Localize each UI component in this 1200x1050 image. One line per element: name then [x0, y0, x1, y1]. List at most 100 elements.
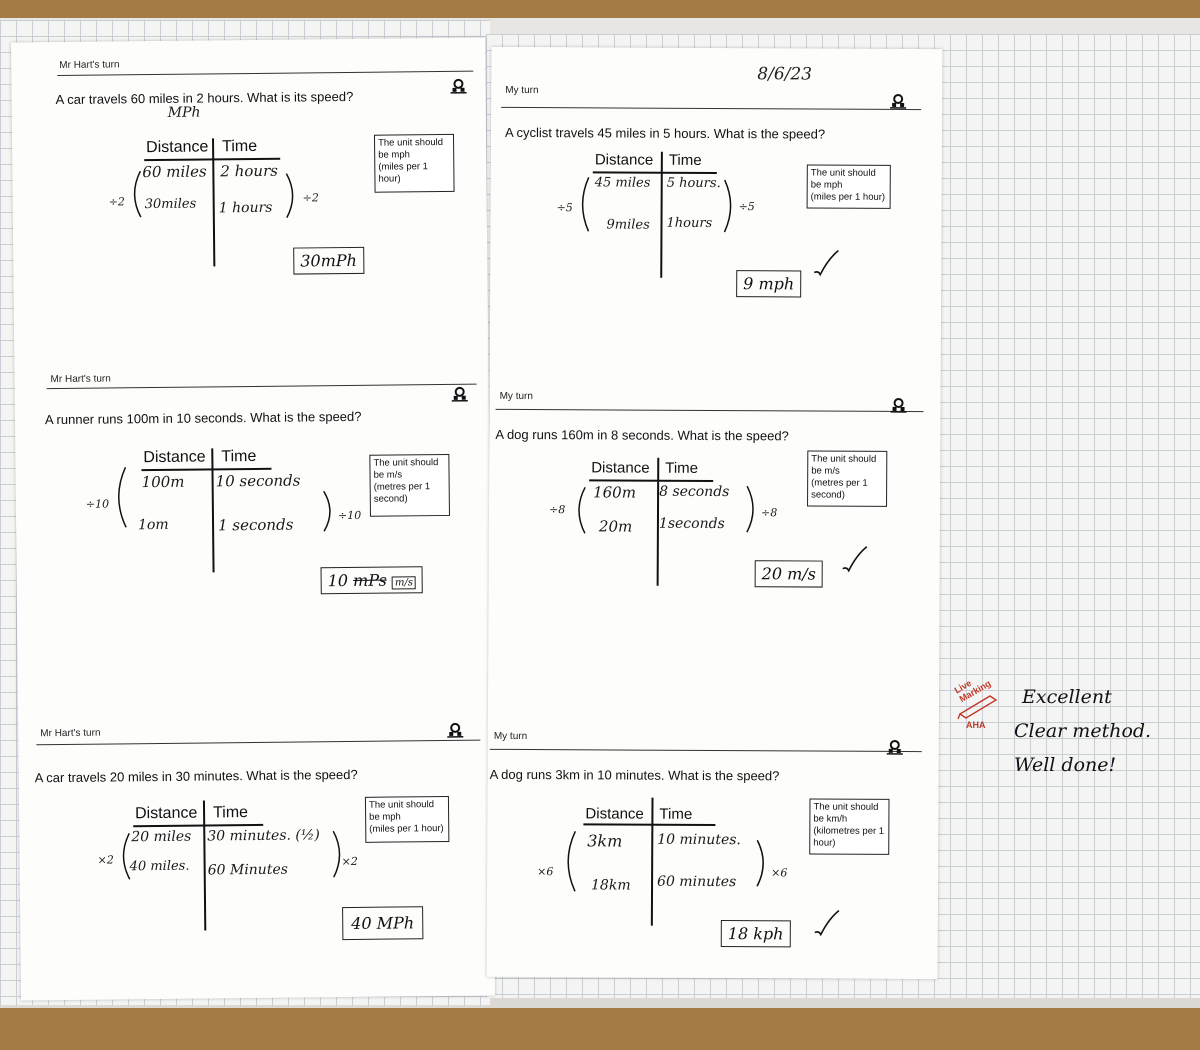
section-header: Mr Hart's turn: [50, 373, 111, 386]
unit-hint-line: The unit should: [368, 799, 435, 811]
header-rule: [46, 383, 477, 390]
distance-heading: Distance: [585, 805, 644, 823]
right-operation: ÷2: [302, 191, 319, 205]
right-bracket: [723, 179, 732, 233]
logo-icon: [447, 722, 464, 738]
answer-corrected-unit: m/s: [391, 576, 416, 590]
tick-mark-icon: [814, 910, 840, 937]
distance-heading: Distance: [594, 151, 654, 169]
right-bracket: [285, 173, 294, 218]
right-bracket: [746, 485, 754, 533]
question-text: A cyclist travels 45 miles in 5 hours. W…: [504, 124, 826, 142]
table-horizontal-line: [589, 479, 714, 482]
teacher-comment-line-1: Excellent: [1022, 686, 1112, 708]
header-rule: [501, 106, 922, 111]
answer-box: 30mPh: [293, 246, 365, 275]
unit-hint-box: The unit should be km/h (kilometres per …: [809, 798, 890, 855]
unit-hint-box: The unit should be m/s (metres per 1 sec…: [807, 450, 888, 507]
handwritten-unit-note: MPh: [167, 104, 201, 121]
left-bracket: [122, 832, 131, 880]
unit-hint-line: be mph: [378, 149, 410, 161]
time-heading: Time: [665, 459, 699, 477]
unit-hint-line: be m/s: [811, 465, 840, 477]
distance-value-2: 40 miles.: [129, 858, 190, 875]
answer-struck-unit: mPs: [353, 570, 387, 590]
right-operation: ÷8: [760, 506, 778, 520]
section-l1: Mr Hart's turn A car travels 60 miles in…: [11, 38, 488, 343]
table-vertical-line: [211, 448, 215, 573]
teacher-comment-line-2: Clear method.: [1014, 720, 1152, 742]
logo-icon: [890, 397, 907, 413]
teacher-comment-line-3: Well done!: [1014, 754, 1117, 776]
time-value-1: 5 hours.: [666, 175, 721, 192]
question-text: A runner runs 100m in 10 seconds. What i…: [44, 408, 362, 428]
question-text: A dog runs 3km in 10 minutes. What is th…: [489, 766, 780, 784]
table-horizontal-line: [141, 467, 272, 472]
question-text: A car travels 60 miles in 2 hours. What …: [55, 88, 354, 108]
question-text: A car travels 20 miles in 30 minutes. Wh…: [34, 766, 358, 786]
table-horizontal-line: [133, 823, 264, 828]
answer-box: 40 MPh: [342, 906, 424, 941]
section-l2: Mr Hart's turn A runner runs 100m in 10 …: [14, 358, 491, 663]
answer-box: 18 kph: [720, 920, 791, 948]
answer-box: 10 mPs m/s: [320, 566, 424, 595]
distance-value-2: 20m: [598, 517, 633, 536]
distance-value-1: 45 miles: [594, 175, 651, 191]
left-bracket: [133, 170, 142, 218]
time-value-2: 1hours: [666, 215, 713, 231]
answer-box: 20 m/s: [754, 560, 823, 588]
distance-value-2: 9miles: [606, 217, 650, 233]
left-bracket: [567, 830, 577, 892]
distance-value-1: 160m: [593, 483, 637, 502]
section-header: Mr Hart's turn: [40, 727, 101, 740]
time-heading: Time: [659, 805, 693, 823]
unit-hint-line: The unit should: [810, 167, 876, 179]
header-rule: [36, 739, 481, 746]
time-value-2: 60 Minutes: [207, 861, 288, 879]
distance-heading: Distance: [146, 138, 209, 157]
header-rule: [495, 408, 924, 413]
tick-mark-icon: [842, 546, 868, 573]
unit-hint-line: (metres per 1: [811, 477, 868, 489]
question-text: A dog runs 160m in 8 seconds. What is th…: [495, 426, 789, 444]
section-header: My turn: [499, 390, 533, 403]
table-horizontal-line: [583, 823, 716, 827]
distance-value-2: 1om: [137, 516, 169, 534]
left-operation: ÷8: [548, 503, 566, 517]
left-operation: ÷5: [556, 201, 573, 215]
table-horizontal-line: [592, 171, 717, 175]
time-value-2: 1 seconds: [217, 515, 294, 535]
table-vertical-line: [660, 151, 663, 278]
time-value-1: 30 minutes. (½): [207, 827, 320, 845]
unit-hint-line: second): [811, 489, 845, 501]
header-rule: [57, 70, 474, 77]
time-heading: Time: [221, 447, 257, 466]
right-operation: ÷5: [738, 200, 755, 214]
unit-hint-box: The unit should be mph (miles per 1 hour…: [373, 133, 455, 193]
unit-hint-line: The unit should: [813, 801, 879, 813]
section-header: My turn: [493, 730, 528, 743]
right-operation: ÷10: [337, 508, 362, 523]
time-value-2: 1seconds: [658, 515, 725, 533]
time-value-1: 2 hours: [220, 161, 278, 181]
right-bracket: [332, 830, 341, 878]
unit-hint-line: (metres per 1: [373, 481, 431, 493]
unit-hint-line: (miles per 1 hour): [810, 191, 886, 203]
unit-hint-line: be m/s: [373, 469, 403, 481]
right-operation: ×2: [341, 854, 358, 869]
time-heading: Time: [212, 804, 249, 822]
live-marking-stamp: Live Marking AHA: [948, 668, 1008, 738]
left-bracket: [581, 177, 590, 232]
unit-hint-line: (kilometres per 1: [813, 825, 885, 837]
time-heading: Time: [222, 137, 258, 156]
unit-hint-box: The unit should be m/s (metres per 1 sec…: [369, 453, 450, 517]
unit-hint-line: hour): [813, 837, 836, 849]
section-header: Mr Hart's turn: [59, 59, 120, 72]
unit-hint-line: The unit should: [378, 136, 444, 149]
logo-icon: [890, 93, 907, 109]
unit-hint-line: The unit should: [373, 457, 439, 469]
distance-heading: Distance: [143, 448, 206, 467]
pen-icon: [957, 695, 998, 720]
time-value-1: 10 seconds: [215, 471, 301, 491]
distance-value-1: 100m: [141, 472, 185, 492]
